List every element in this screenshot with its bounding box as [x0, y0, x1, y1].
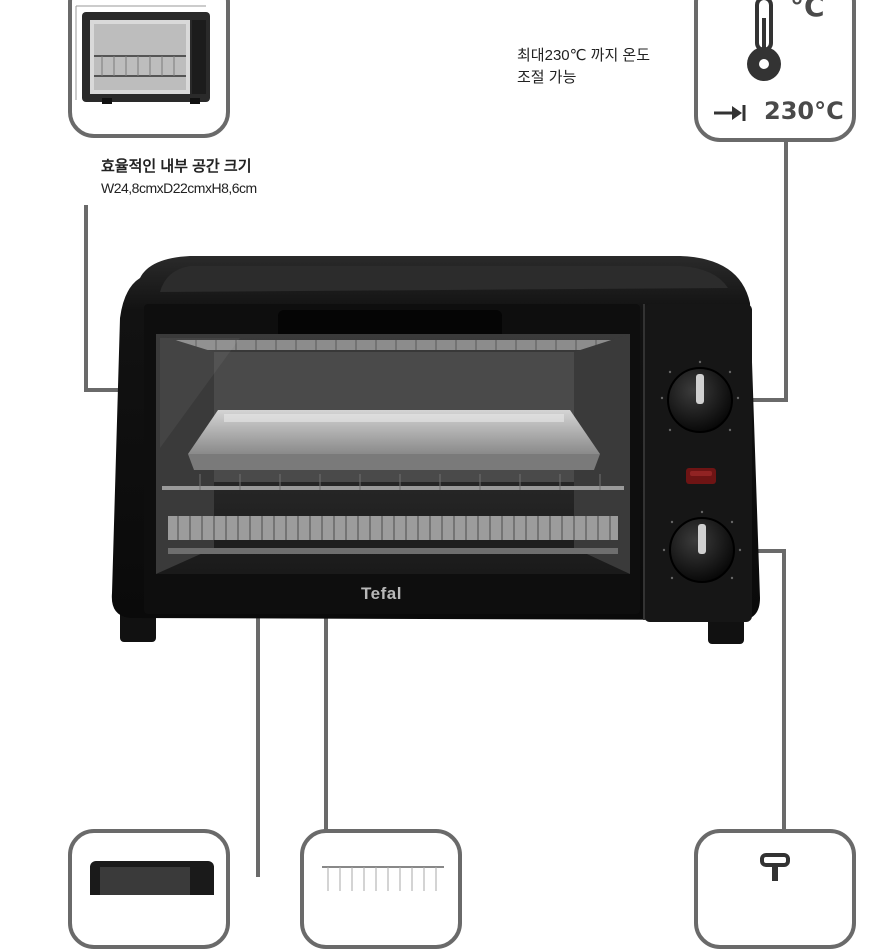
interior-callout-box	[68, 0, 230, 138]
rack-connector-vertical	[324, 460, 328, 832]
temperature-callout-box: °C 230°C	[694, 0, 856, 142]
door-connector-vertical	[256, 612, 260, 877]
interior-caption-dimensions: W24,8cmxD22cmxH8,6cm	[101, 180, 257, 196]
dial-connector-vertical	[782, 552, 786, 832]
interior-connector-vertical	[84, 205, 88, 391]
arrow-to-bar-icon	[714, 105, 746, 121]
toaster-oven-illustration	[111, 256, 761, 644]
temperature-caption-subtitle: 조절 가능	[517, 69, 577, 86]
temperature-unit: °C	[790, 0, 825, 23]
max-temperature-value: 230°C	[764, 97, 844, 125]
thermometer-icon	[747, 0, 781, 81]
tefal-logo: Tefal	[361, 584, 402, 603]
rack-callout-box	[300, 829, 462, 949]
dial-icon	[760, 853, 790, 881]
oven-interior-thumbnail-icon	[75, 5, 210, 104]
oven-callout-box	[68, 829, 230, 949]
rack-thumbnail-icon	[322, 866, 444, 891]
dial-callout-box	[694, 829, 856, 949]
interior-caption-title: 효율적인 내부 공간 크기	[101, 158, 252, 175]
oven-thumbnail-icon	[90, 861, 214, 895]
temperature-caption-title: 최대230℃ 까지 온도	[517, 47, 651, 64]
temperature-connector-vertical	[784, 140, 788, 402]
